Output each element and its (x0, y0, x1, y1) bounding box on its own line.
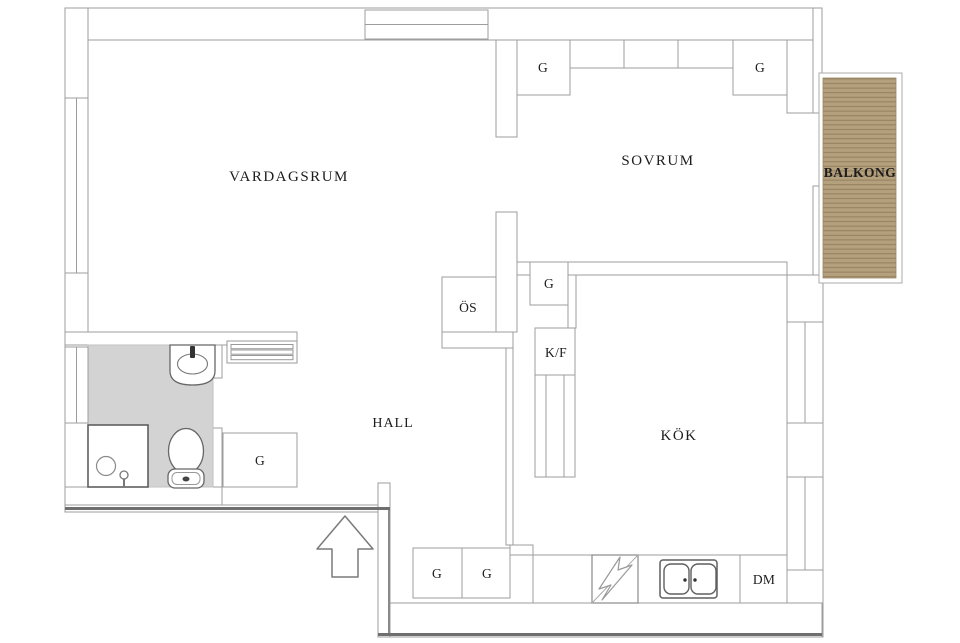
closet-hall (222, 432, 298, 488)
kitchen-tall-cabinet (534, 374, 576, 478)
dishwasher-label: DM (753, 572, 775, 587)
closet-label: G (482, 566, 492, 581)
balcony-deck (822, 77, 897, 279)
bathroom-tap-icon (190, 346, 195, 358)
fireplace-label: ÖS (459, 300, 477, 315)
sink-drain-left (683, 578, 687, 582)
wall-bathroom-south (64, 486, 223, 506)
toilet-bowl (167, 427, 205, 475)
closet-label: G (755, 60, 765, 75)
fridge-freezer-label: K/F (545, 345, 567, 360)
kitchen-counter (532, 554, 788, 604)
labels: VARDAGSRUM SOVRUM KÖK HALL BALKONG G G G… (229, 60, 896, 587)
wardrobe-row (569, 39, 734, 69)
room-label-hall: HALL (372, 416, 413, 431)
wall-sovrum-east-upper (812, 7, 823, 114)
shower-drain-icon (95, 455, 117, 477)
radiator-fin (230, 349, 294, 355)
wall-vardagsrum-sovrum-upper (495, 39, 518, 138)
closets (222, 39, 788, 599)
sink-drain-right (693, 578, 697, 582)
wall-shaft (786, 39, 814, 114)
radiator (226, 340, 298, 364)
kitchen-sink-basin-right (690, 563, 717, 595)
fridge-freezer-box (534, 327, 576, 376)
kitchen-sink-basin-left (663, 563, 690, 595)
radiator-fin (230, 344, 294, 350)
closet-label: G (432, 566, 442, 581)
room-label-sovrum: SOVRUM (621, 153, 694, 169)
shower-mixer-icon (119, 470, 129, 480)
wall-below-fireplace (441, 331, 514, 349)
room-label-kok: KÖK (661, 427, 698, 444)
room-label-balkong: BALKONG (824, 165, 897, 180)
closet-sovrum-south (529, 261, 569, 306)
room-label-vardagsrum: VARDAGSRUM (229, 169, 349, 185)
wall-kitchen-west (567, 274, 577, 329)
fireplace-box (441, 276, 497, 333)
stove-lightning-icon (598, 556, 633, 601)
closet-label: G (538, 60, 548, 75)
wall-vardagsrum-sovrum-lower (495, 211, 518, 333)
closet-label: G (255, 453, 265, 468)
bathroom (87, 344, 216, 489)
shower (87, 424, 149, 488)
wall-hall-kitchen (505, 347, 514, 546)
radiator-fin (230, 355, 294, 361)
windows (64, 9, 824, 571)
wall-sovrum-kitchen (516, 261, 788, 276)
closet-label: G (544, 276, 554, 291)
toilet-button-icon (182, 476, 190, 482)
wall-bathroom-east-lower (212, 427, 223, 488)
wall-counter-jut (509, 544, 534, 556)
wall-bottom-right (389, 602, 823, 638)
entrance-arrow-icon (316, 515, 374, 578)
balcony (818, 72, 903, 284)
